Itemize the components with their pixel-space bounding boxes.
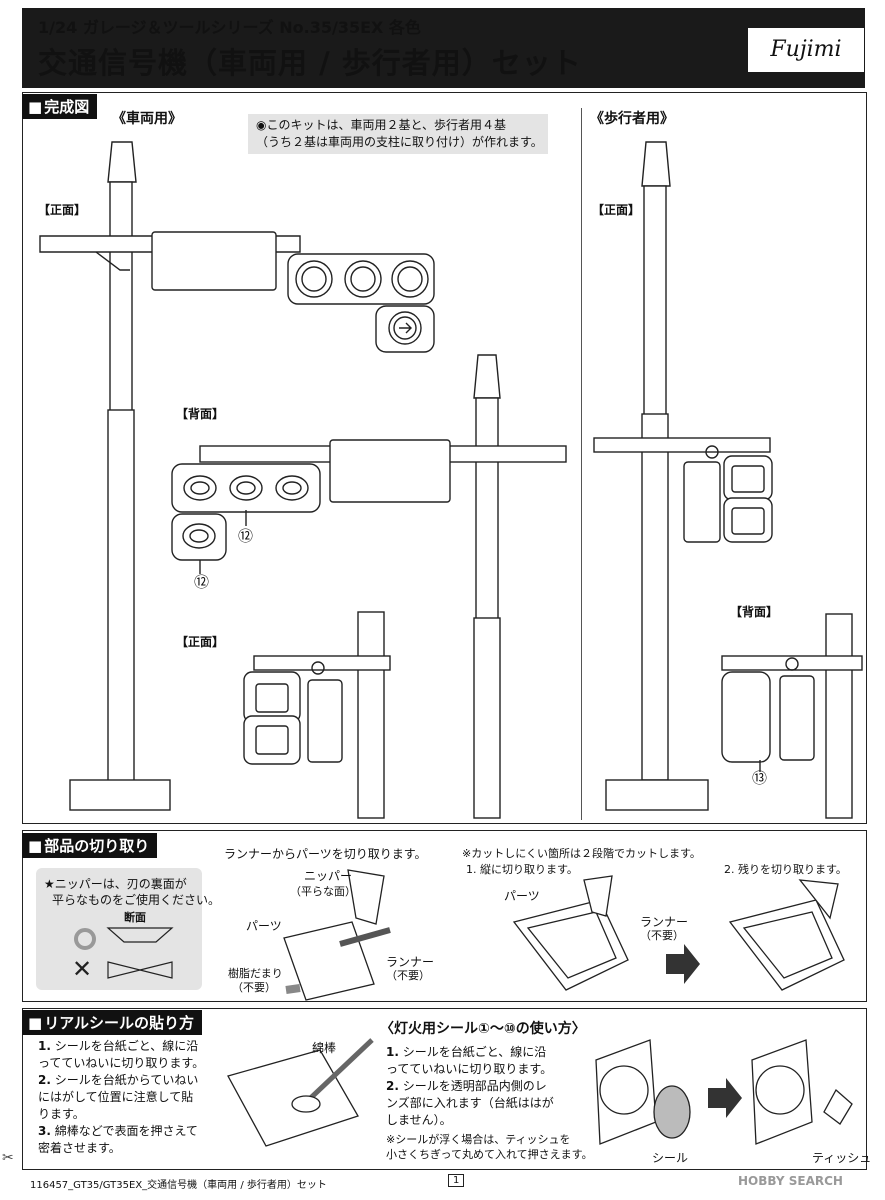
ped-front-label: 【正面】 — [592, 203, 641, 217]
lamp-step1-line1: シールを台紙ごと、線に沿 — [402, 1045, 547, 1059]
seal-frame — [22, 1008, 867, 1170]
divider-line — [581, 108, 582, 820]
resin-unneeded: （不要） — [232, 981, 276, 994]
section-label: 断面 — [124, 911, 146, 924]
lamp-step1-line2: ってていねいに切り取ります。 — [386, 1062, 553, 1076]
lamp-step1: 1. シールを台紙ごと、線に沿 — [386, 1044, 586, 1061]
seal-tag: リアルシールの貼り方 — [22, 1010, 203, 1035]
part-12a-label: ⑫ — [238, 527, 254, 545]
footer-doc-id: 116457_GT35/GT35EX_交通信号機（車両用 / 歩行者用）セット — [30, 1180, 327, 1191]
nipper-tip-line2: 平らなものをご使用ください。 — [52, 893, 221, 907]
brand-logo: Fujimi — [748, 28, 864, 72]
completion-tag: 完成図 — [22, 94, 98, 119]
lamp-step2-line2: ンズ部に入れます（台紙ははが — [386, 1096, 554, 1110]
runner-unneeded: （不要） — [386, 969, 430, 982]
seal-step3-line2: 密着させます。 — [38, 1141, 121, 1155]
nipper-label: ニッパー — [304, 869, 353, 883]
seal-step2-line3: ります。 — [38, 1107, 85, 1121]
part-13-label: ⑬ — [752, 769, 768, 787]
vehicle-heading: 《車両用》 — [112, 111, 182, 127]
cutting-tag: 部品の切り取り — [22, 833, 158, 858]
swab-label: 綿棒 — [312, 1041, 337, 1055]
front-label-2: 【正面】 — [176, 635, 225, 649]
seal-step1: 1. シールを台紙ごと、線に沿 — [38, 1038, 218, 1055]
nipper-tip-line1: ★ニッパーは、刃の裏面が — [44, 877, 187, 891]
seal-step1-num: 1. — [38, 1039, 51, 1053]
lamp-step2-num: 2. — [386, 1079, 399, 1093]
page-title: 交通信号機（車両用 / 歩行者用）セット — [38, 46, 582, 80]
lamp-step2-line3: しません）。 — [386, 1113, 452, 1127]
seal-step1-line2: ってていねいに切り取ります。 — [38, 1056, 205, 1070]
cutting-intro: ランナーからパーツを切り取ります。 — [224, 847, 427, 861]
series-label: 1/24 ガレージ＆ツールシリーズ No.35/35EX 各色 — [38, 18, 421, 37]
ped-back-label: 【背面】 — [730, 605, 779, 619]
lamp-step1-num: 1. — [386, 1045, 399, 1059]
back-label: 【背面】 — [176, 407, 225, 421]
parts-label: パーツ — [246, 919, 282, 933]
seal-step2-line1: シールを台紙からていねい — [54, 1073, 199, 1087]
part-12b-label: ⑫ — [194, 573, 210, 591]
pedestrian-heading: 《歩行者用》 — [590, 111, 674, 127]
seal-step3-line1: 綿棒などで表面を押さえて — [54, 1124, 198, 1138]
front-label: 【正面】 — [38, 203, 87, 217]
kit-note-line2: （うち２基は車両用の支柱に取り付け）が作れます。 — [256, 135, 543, 149]
flat-side-label: （平らな面） — [290, 885, 356, 898]
step1-runner-label: ランナー — [640, 915, 689, 929]
ok-circle-icon — [74, 928, 96, 950]
header-banner — [22, 8, 865, 88]
lamp-step2: 2. シールを透明部品内側のレ — [386, 1078, 586, 1095]
resin-label: 樹脂だまり — [228, 967, 283, 980]
seal-step3-num: 3. — [38, 1124, 51, 1138]
lamp-note-line1: ※シールが浮く場合は、ティッシュを — [386, 1133, 571, 1146]
runner-label: ランナー — [386, 955, 435, 969]
page-number: 1 — [448, 1174, 465, 1187]
seal-step2: 2. シールを台紙からていねい — [38, 1072, 218, 1089]
seal-step2-num: 2. — [38, 1073, 51, 1087]
completion-frame — [22, 92, 867, 824]
seal-step2-line2: にはがして位置に注意して貼 — [38, 1090, 194, 1104]
step1-label: 1. 縦に切り取ります。 — [466, 863, 578, 876]
seal-step1-line1: シールを台紙ごと、線に沿 — [54, 1039, 199, 1053]
step2-label: 2. 残りを切り取ります。 — [724, 863, 847, 876]
watermark: HOBBY SEARCH — [738, 1174, 843, 1188]
cutting-frame — [22, 830, 867, 1002]
seal-step3: 3. 綿棒などで表面を押さえて — [38, 1123, 218, 1140]
step1-parts-label: パーツ — [504, 889, 540, 903]
lamp-heading: 〈灯火用シール①〜⑩の使い方〉 — [380, 1021, 586, 1037]
seal-label: シール — [652, 1151, 689, 1165]
kit-note-line1: ◉このキットは、車両用２基と、歩行者用４基 — [256, 118, 506, 132]
ng-cross-icon: ✕ — [72, 955, 93, 983]
two-stage-note: ※カットしにくい箇所は２段階でカットします。 — [462, 847, 701, 860]
lamp-note-line2: 小さくちぎって丸めて入れて押さえます。 — [386, 1148, 593, 1161]
scissors-icon: ✂ — [2, 1150, 14, 1166]
step1-unneeded-label: （不要） — [640, 929, 684, 942]
tissue-label: ティッシュ — [812, 1151, 872, 1165]
lamp-step2-line1: シールを透明部品内側のレ — [402, 1079, 547, 1093]
kit-note-box — [248, 114, 548, 154]
